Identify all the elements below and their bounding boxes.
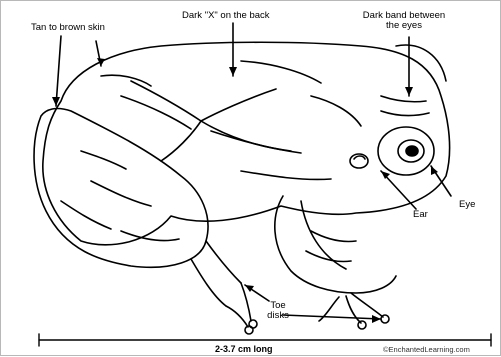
label-toe-disks: Toe disks [263,301,293,321]
length-label: 2-3.7 cm long [215,344,273,354]
label-eye: Eye [459,200,475,210]
x-marking [131,81,291,161]
frog-body-outline [43,42,450,245]
label-skin: Tan to brown skin [31,23,105,33]
eye-band [381,96,429,115]
label-toe-line2: disks [263,311,293,321]
label-eye-band-line2: the eyes [356,21,452,31]
label-eye-band: Dark band between the eyes [356,11,452,31]
label-ear: Ear [413,210,428,220]
label-x-back: Dark "X" on the back [182,11,270,21]
credit-text: ©EnchantedLearning.com [383,345,470,355]
